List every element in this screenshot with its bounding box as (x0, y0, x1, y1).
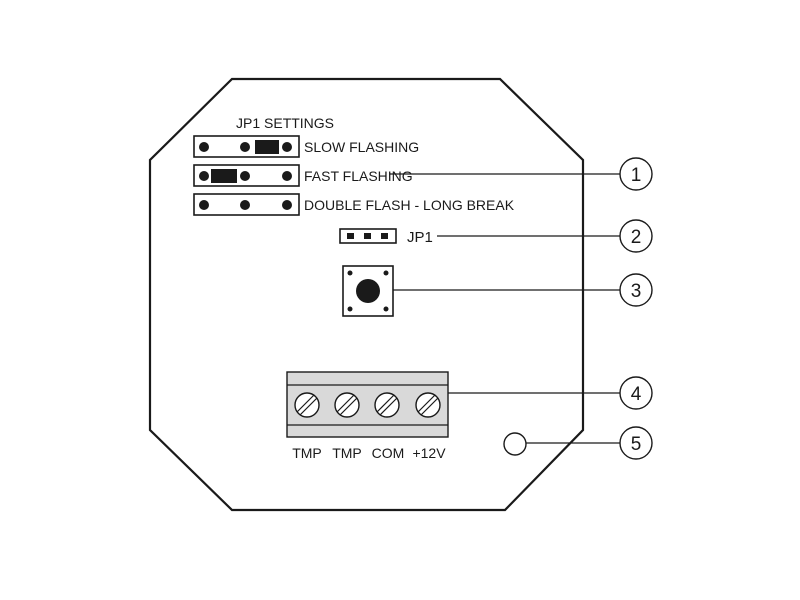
jumper-setting-label: SLOW FLASHING (304, 139, 419, 155)
callout-3: 3 (619, 273, 653, 307)
jumper-pin (240, 171, 250, 181)
jumper-setting-label: DOUBLE FLASH - LONG BREAK (304, 197, 515, 213)
jumper-pin (199, 171, 209, 181)
jumper-pin (199, 142, 209, 152)
callout-1: 1 (619, 157, 653, 191)
jumper-pin (282, 200, 292, 210)
svg-text:5: 5 (631, 434, 642, 455)
svg-text:3: 3 (631, 281, 642, 302)
push-button (342, 265, 394, 317)
terminal-screw (294, 392, 320, 418)
terminal-block (286, 371, 449, 438)
jp1-pin (347, 233, 354, 239)
jp1-header (339, 228, 397, 244)
terminal-label-com: COM (372, 445, 405, 461)
jumper-setting-row-slow: SLOW FLASHING (193, 135, 419, 158)
terminal-screw (415, 392, 441, 418)
jumper-header (193, 193, 300, 216)
jp1-pin (381, 233, 388, 239)
jumper-pin (282, 171, 292, 181)
svg-text:2: 2 (631, 227, 642, 248)
svg-text:1: 1 (631, 165, 642, 186)
push-button-corner-pin (383, 306, 389, 312)
svg-text:4: 4 (631, 384, 642, 405)
housing-outline (148, 77, 585, 512)
jp1-settings-title: JP1 SETTINGS (236, 115, 334, 131)
jp1-header-outline (339, 228, 397, 244)
jumper-setting-row-fast: FAST FLASHING (193, 164, 413, 187)
push-button-actuator (356, 279, 380, 303)
callout-5: 5 (619, 426, 653, 460)
jumper-setting-label: FAST FLASHING (304, 168, 413, 184)
jumper-pin (240, 142, 250, 152)
push-button-corner-pin (347, 270, 353, 276)
jumper-pin (199, 200, 209, 210)
mounting-hole (503, 432, 527, 456)
jumper-bridge (255, 140, 279, 154)
terminal-label-tmp-1: TMP (292, 445, 322, 461)
jumper-bridge (211, 169, 237, 183)
jumper-header (193, 164, 300, 187)
terminal-label-tmp-2: TMP (332, 445, 362, 461)
push-button-outline (342, 265, 394, 317)
push-button-corner-pin (347, 306, 353, 312)
push-button-corner-pin (383, 270, 389, 276)
terminal-screw (334, 392, 360, 418)
jumper-header (193, 135, 300, 158)
jp1-label: JP1 (407, 229, 433, 246)
callout-2: 2 (619, 219, 653, 253)
jp1-pin (364, 233, 371, 239)
terminal-label-12v: +12V (412, 445, 446, 461)
callout-4: 4 (619, 376, 653, 410)
jumper-setting-row-double: DOUBLE FLASH - LONG BREAK (193, 193, 515, 216)
jumper-pin (282, 142, 292, 152)
jumper-pin (240, 200, 250, 210)
terminal-screw (374, 392, 400, 418)
